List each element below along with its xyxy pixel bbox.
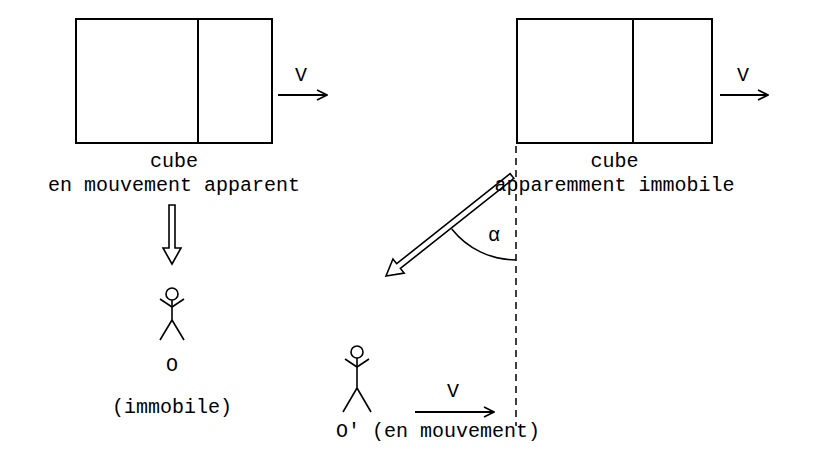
cube-caption: cubeen mouvement apparent bbox=[48, 150, 300, 198]
angle-arc bbox=[452, 229, 516, 260]
observer-label: O bbox=[166, 355, 178, 377]
cube-face-edge bbox=[197, 20, 199, 142]
observer-figure bbox=[343, 346, 371, 412]
caption-line: cube bbox=[48, 150, 300, 174]
caption-line: en mouvement apparent bbox=[48, 174, 300, 198]
velocity-label: V bbox=[447, 381, 459, 403]
sight-arrow bbox=[163, 205, 181, 264]
velocity-label: V bbox=[295, 65, 307, 87]
angle-label: α bbox=[488, 225, 500, 247]
cube-face-edge bbox=[632, 20, 634, 142]
observer-figure bbox=[160, 288, 184, 340]
observer-note: (immobile) bbox=[112, 397, 232, 419]
caption-line: cube bbox=[494, 150, 734, 174]
cube-box: cubeapparemment immobile bbox=[516, 18, 713, 144]
velocity-arrow bbox=[278, 94, 327, 96]
velocity-arrow bbox=[415, 411, 494, 413]
caption-line: apparemment immobile bbox=[494, 174, 734, 198]
cube-box: cubeen mouvement apparent bbox=[75, 18, 273, 144]
velocity-label: V bbox=[737, 65, 749, 87]
cube-caption: cubeapparemment immobile bbox=[494, 150, 734, 198]
velocity-arrow bbox=[720, 94, 768, 96]
observer-label: O' (en mouvement) bbox=[336, 421, 540, 443]
